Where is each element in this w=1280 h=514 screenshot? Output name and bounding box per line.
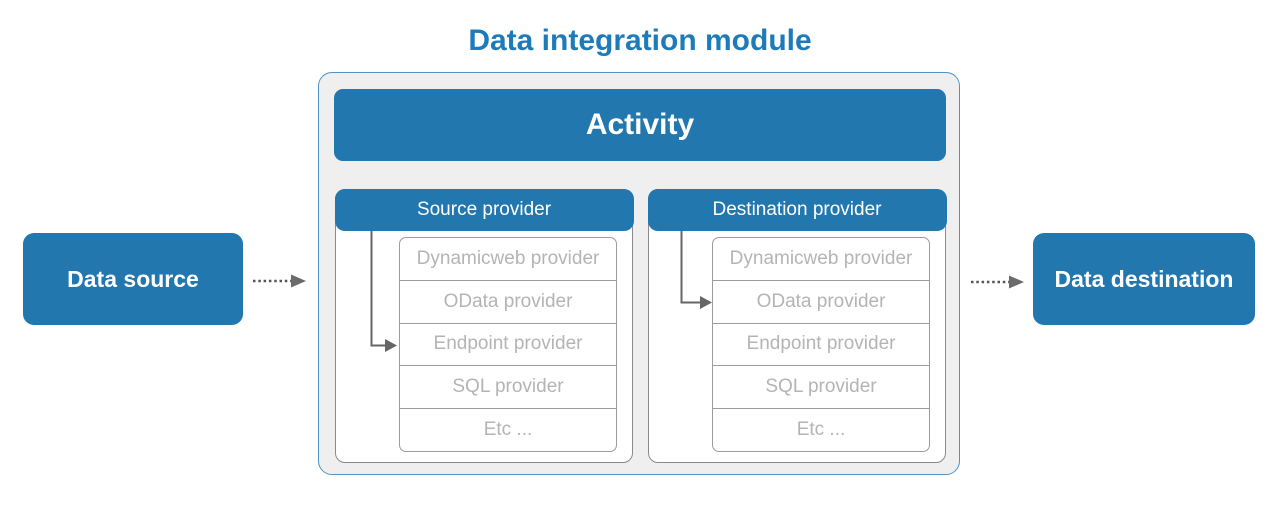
provider-list-item: Endpoint provider (400, 322, 616, 366)
flow-arrow-module-to-destination (971, 275, 1024, 289)
data-integration-module-container: Activity Source provider Dynamicweb prov… (318, 72, 960, 475)
provider-list-item: OData provider (400, 279, 616, 323)
data-destination-box: Data destination (1033, 233, 1255, 325)
source-provider-panel: Source provider Dynamicweb provider ODat… (334, 188, 634, 463)
provider-list-item: Etc ... (713, 408, 929, 451)
destination-provider-panel: Destination provider Dynamicweb provider… (647, 188, 947, 463)
provider-list-item: OData provider (713, 279, 929, 323)
data-source-box: Data source (23, 233, 243, 325)
provider-list-item: Etc ... (400, 408, 616, 451)
provider-list-item: Dynamicweb provider (729, 247, 913, 269)
destination-provider-header: Destination provider (647, 188, 947, 231)
flow-arrow-source-to-module (253, 274, 306, 288)
provider-list-item: Endpoint provider (713, 322, 929, 366)
provider-list-item: SQL provider (713, 365, 929, 408)
destination-provider-list: Dynamicweb provider OData provider Endpo… (712, 237, 930, 452)
activity-bar: Activity (334, 89, 946, 161)
source-provider-header: Source provider (334, 188, 634, 231)
provider-list-item: SQL provider (400, 365, 616, 408)
provider-list-item: Dynamicweb provider (416, 247, 600, 269)
source-provider-list: Dynamicweb provider OData provider Endpo… (399, 237, 617, 452)
diagram-title: Data integration module (468, 24, 812, 57)
